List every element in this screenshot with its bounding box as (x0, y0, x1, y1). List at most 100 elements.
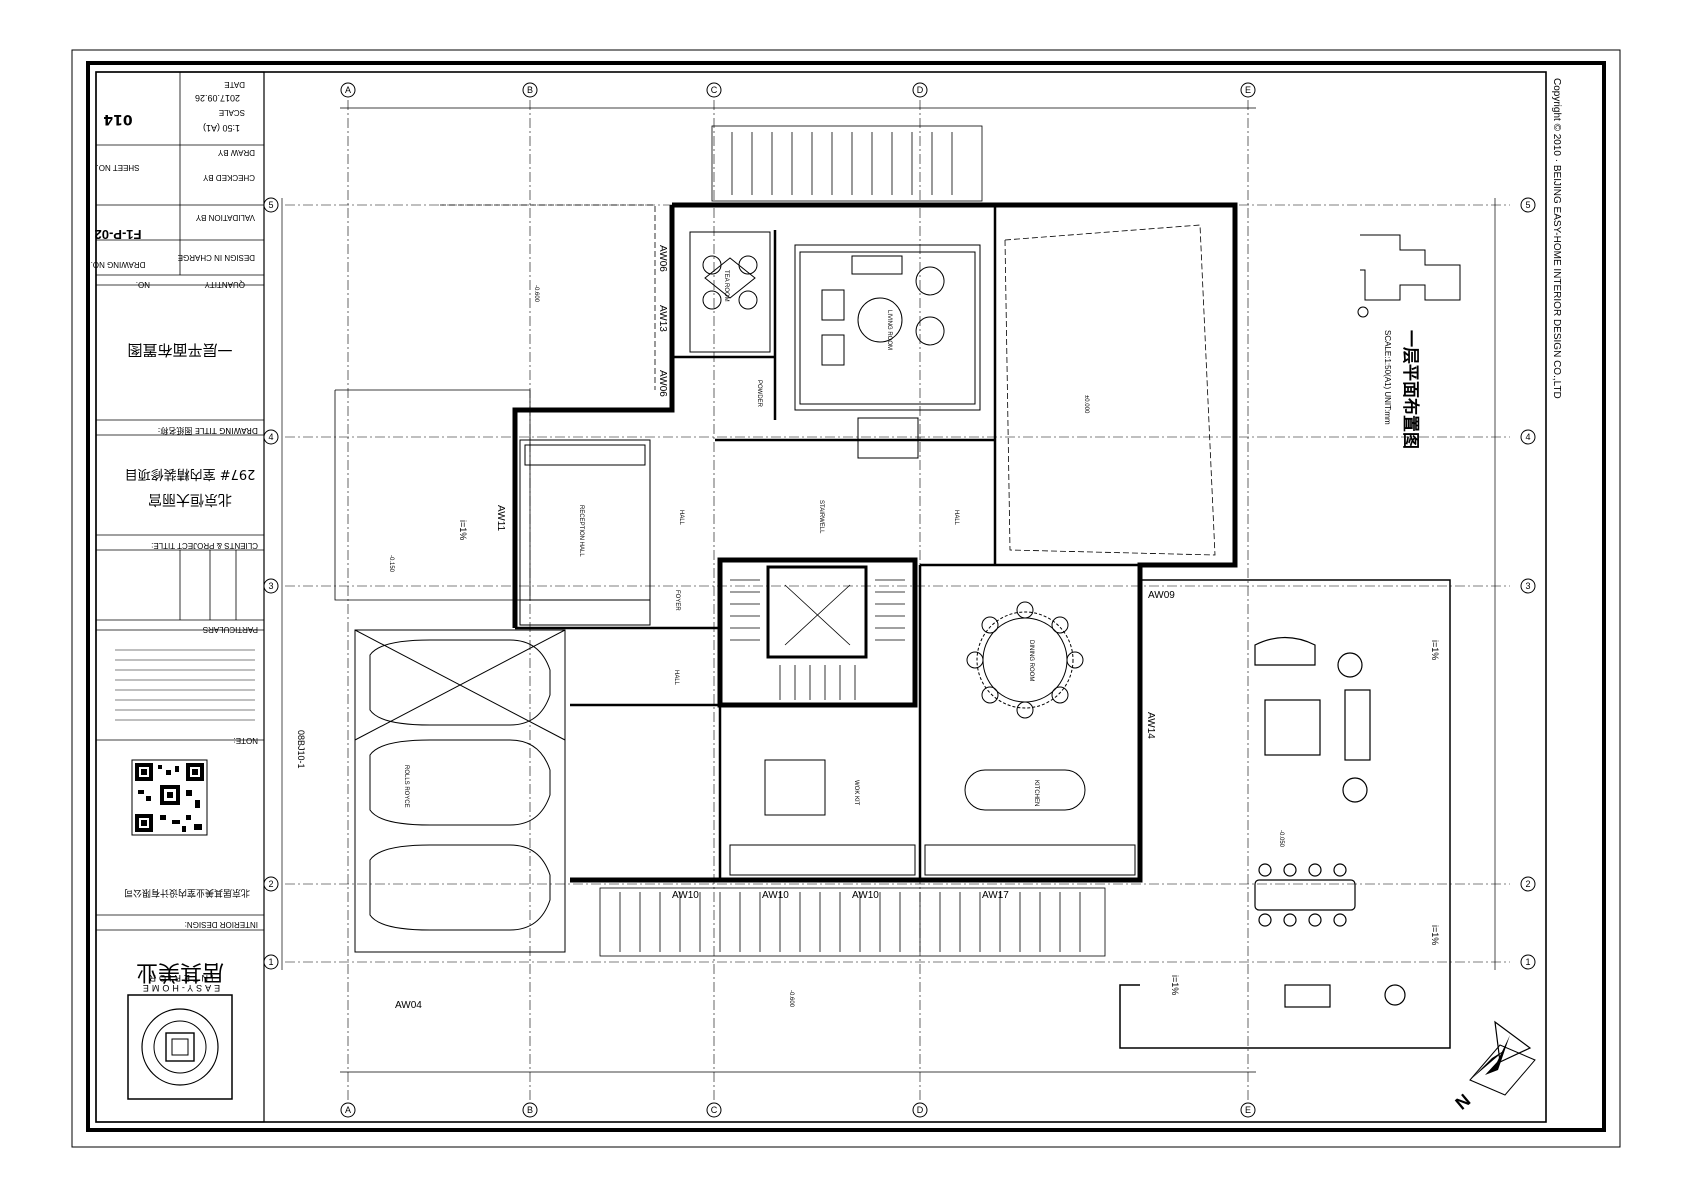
sheet-outer-border (71, 49, 1621, 1148)
elev-reception: -0.150 (388, 555, 394, 573)
sheet-inner-border (86, 61, 1606, 1132)
scale-label: SCALE (219, 108, 245, 117)
slope-note-2: i=1% (1430, 640, 1440, 660)
car-1 (369, 639, 551, 726)
wall-tag-aw14: AW14 (1145, 712, 1156, 739)
svg-text:1: 1 (1525, 957, 1530, 967)
client-project-label: CLIENTS & PROJECT TITLE: (151, 541, 258, 550)
plan-scale-note: SCALE:1:50(A1) UNIT:mm (1383, 330, 1392, 425)
west-garden: -0.600 -0.150 (334, 204, 656, 601)
wok-kit-label: WOK KIT (853, 780, 859, 806)
svg-text:3: 3 (1525, 581, 1530, 591)
company-name: 北京居其美业室内设计有限公司 (124, 887, 250, 899)
slope-note-4: i=1% (1170, 975, 1180, 995)
svg-text:4: 4 (1525, 432, 1530, 442)
svg-text:3: 3 (268, 581, 273, 591)
stair-core: STAIRWELL HALL HALL FOYER POWDER HALL (673, 380, 959, 700)
checked-by: CHECKED BY (202, 173, 255, 182)
reception-hall-label: RECEPTION HALL (578, 505, 584, 557)
east-open-area: ±0.000 (1004, 224, 1216, 556)
wall-tag-aw10-a: AW10 (672, 890, 699, 901)
tea-room: TEA ROOM (689, 231, 771, 353)
note-text-lines (115, 649, 255, 721)
car-2 (369, 739, 551, 826)
drawing-no-label: DRAWING NO. (91, 260, 146, 269)
garage: ROLLS ROYCE (354, 629, 566, 953)
wall-tag-aw06-b: AW06 (657, 370, 668, 397)
slope-note-1: i=1% (458, 520, 468, 540)
wall-tag-aw13: AW13 (657, 305, 668, 332)
wall-tag-aw06-a: AW06 (657, 245, 668, 272)
key-plan (1357, 234, 1461, 318)
dining-room-label: DINING ROOM (1028, 640, 1034, 681)
stairwell-label: STAIRWELL (818, 500, 824, 534)
drawn-by: DRAW BY (217, 148, 255, 157)
interior-walls (515, 205, 1140, 880)
svg-text:C: C (711, 85, 718, 95)
project-name: 北京恒大丽宫 (148, 491, 232, 507)
living-room: LIVING ROOM (794, 244, 981, 459)
dimension-lines (281, 107, 1496, 1073)
design-in-charge: DESIGN IN CHARGE (178, 253, 255, 262)
date-value: 2017.09.26 (195, 93, 240, 103)
scale-value: 1:50 (A1) (203, 123, 240, 133)
copyright: Copyright © 2010 · BEIJING EASY-HOME INT… (1551, 78, 1562, 399)
sheet-no-label: SHEET NO. (97, 163, 140, 172)
svg-text:A: A (345, 1105, 351, 1115)
project-subtitle: 297# 室内精装修项目 (125, 466, 256, 482)
hall-label-3: HALL (673, 670, 679, 686)
note-label: NOTE: (234, 736, 258, 745)
svg-text:A: A (345, 85, 351, 95)
svg-text:E: E (1245, 85, 1251, 95)
svg-text:5: 5 (1525, 200, 1530, 210)
bottom-terrace: -0.600 (599, 887, 1106, 1008)
rolls-royce-label: ROLLS ROYCE (403, 765, 409, 808)
grid-bubbles: A B C D E A B C D E 5 4 3 2 1 5 4 3 2 1 (263, 82, 1536, 1118)
reception-hall: RECEPTION HALL (519, 439, 651, 626)
drawing-frame (95, 71, 1547, 1123)
svg-text:4: 4 (268, 432, 273, 442)
validation-by: VALIDATION BY (195, 213, 255, 222)
foyer-label: FOYER (674, 590, 680, 611)
wall-tag-aw10-c: AW10 (852, 890, 879, 901)
elev-south: -0.600 (788, 990, 794, 1008)
svg-text:2: 2 (1525, 879, 1530, 889)
svg-text:2: 2 (268, 879, 273, 889)
svg-text:N: N (1451, 1090, 1474, 1114)
dining-room: DINING ROOM (966, 601, 1084, 719)
logo-text-en-2: INTERIOR (146, 973, 213, 983)
wall-tags: AW06 AW13 AW06 AW11 AW09 AW14 AW10 AW10 … (395, 245, 1175, 1011)
exterior-walls (512, 202, 1238, 883)
drawing-title: 一层平面布置图 (127, 341, 232, 359)
wok-kitchen: WOK KIT (729, 759, 916, 876)
svg-text:B: B (527, 1105, 533, 1115)
car-3 (369, 844, 551, 931)
top-terrace (711, 125, 983, 202)
elev-west: -0.600 (533, 285, 539, 303)
interior-design-label: INTERIOR DESIGN: (185, 920, 258, 929)
drawing-no: F1-P-02 (95, 227, 142, 242)
elev-east: ±0.000 (1083, 395, 1089, 414)
svg-text:1: 1 (268, 957, 273, 967)
logo-text-en: EASY-HOME (140, 983, 220, 993)
powder-label: POWDER (756, 380, 762, 408)
logo-text-cn: 居其美业 (136, 959, 224, 984)
svg-text:D: D (917, 85, 924, 95)
wall-tag-aw11: AW11 (495, 505, 506, 532)
svg-text:B: B (527, 85, 533, 95)
plan-title: 一层平面布置图 (1400, 330, 1421, 449)
kitchen-label: KITCHEN (1033, 780, 1039, 806)
sheet-no: 014 (103, 111, 132, 127)
qr-code (131, 759, 208, 836)
title-block: 014 SHEET NO. F1-P-02 DRAWING NO. SCALE … (91, 71, 265, 1123)
no-label: NO. (136, 280, 150, 289)
kitchen: KITCHEN (924, 769, 1136, 876)
company-logo (127, 994, 233, 1100)
drainage-note: 08BJ10-1 (296, 730, 306, 769)
particulars-label: PARTICULARS (203, 625, 258, 634)
svg-text:D: D (917, 1105, 924, 1115)
wall-tag-aw17: AW17 (982, 890, 1009, 901)
slope-note-3: i=1% (1430, 925, 1440, 945)
wall-tag-aw09: AW09 (1148, 590, 1175, 601)
